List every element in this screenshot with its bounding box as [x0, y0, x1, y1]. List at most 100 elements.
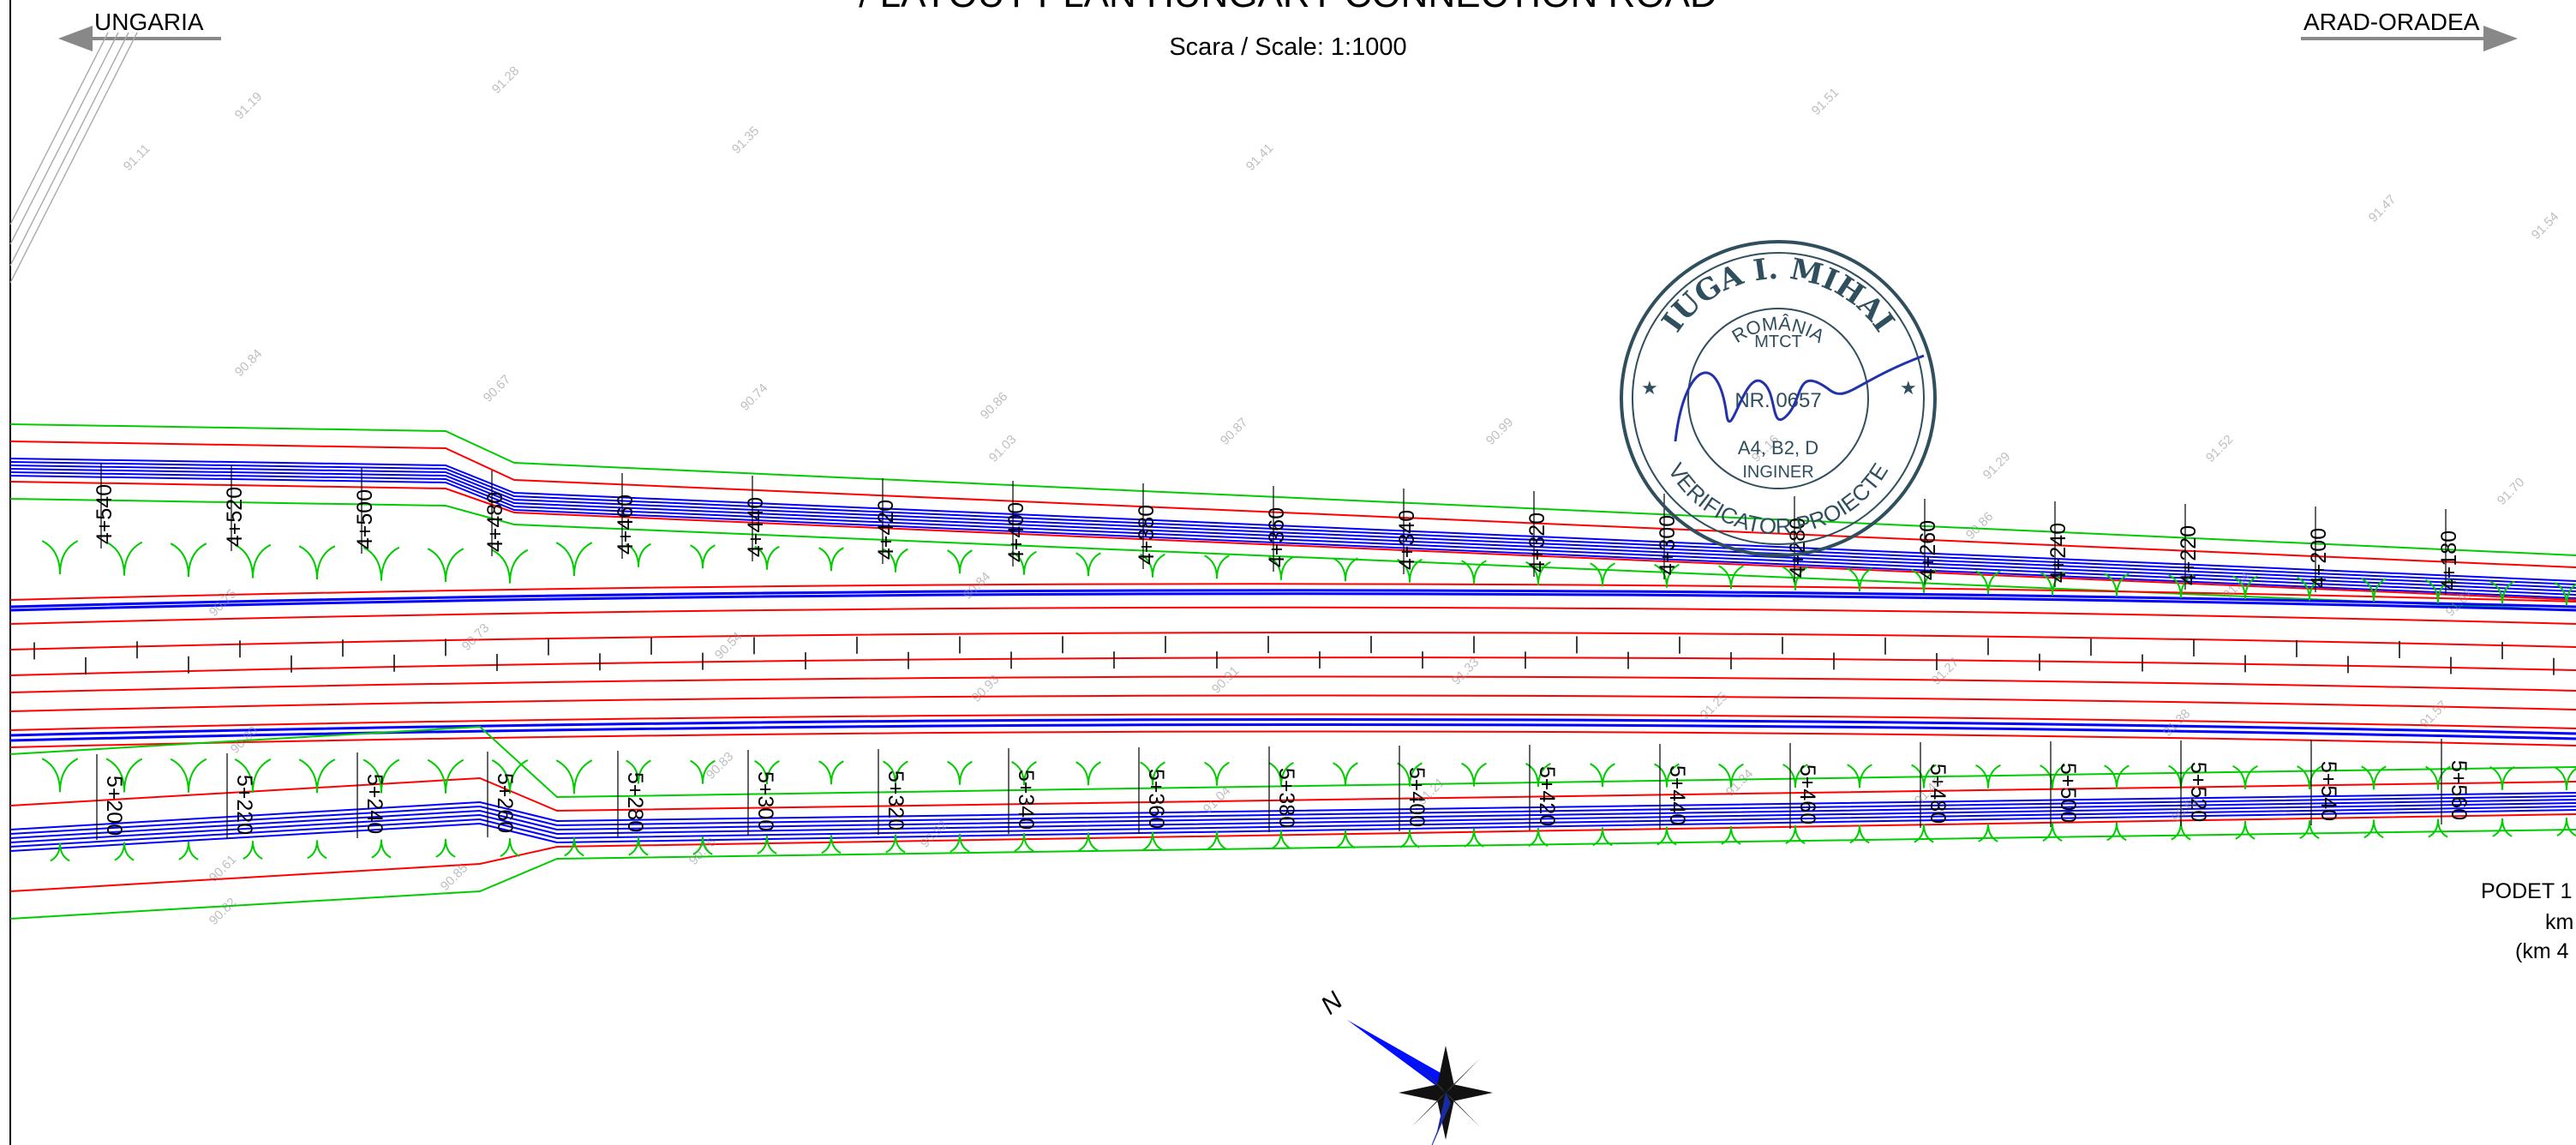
ditch-symbol — [1654, 763, 1680, 788]
ditch-symbol — [105, 758, 143, 793]
podet-line2: km — [2545, 910, 2573, 934]
chainage-label: 4+260 — [1916, 520, 1940, 580]
ditch-symbol — [41, 758, 79, 793]
elevation-point: 90.91 — [1209, 663, 1243, 697]
ditch-symbol — [41, 540, 79, 575]
direction-left-arrow: UNGARIA — [58, 9, 221, 51]
sheet-frame — [9, 0, 11, 1145]
carriageway-line — [9, 589, 2576, 608]
ditch-symbol — [950, 833, 970, 853]
lane-upper — [9, 458, 2576, 582]
engineer-stamp: IUGA I. MIHAI ROMÂNIA MTCT NR. 0657 A4, … — [1620, 240, 1937, 557]
ditch-lower-inner — [9, 725, 2576, 799]
north-arrow: N — [1315, 986, 1493, 1145]
stamp-number: NR. 0657 — [1734, 389, 1821, 412]
chainage-label: 4+500 — [353, 489, 377, 549]
carriageway-line — [9, 656, 2576, 676]
ditch-symbol — [1333, 762, 1358, 787]
elevation-point: 91.35 — [729, 123, 763, 157]
carriageway-line — [9, 730, 2576, 748]
chainage-label: 5+420 — [1535, 766, 1559, 826]
chainage-label: 5+220 — [232, 775, 256, 835]
stamp-ministry: MTCT — [1754, 333, 1802, 351]
ditch-symbol — [243, 841, 263, 860]
ditch-symbol — [2425, 765, 2451, 790]
ditch-symbol — [1847, 764, 1872, 788]
ditch-symbol — [2428, 818, 2448, 838]
ditch-lower-outer — [9, 829, 2576, 920]
carriageway-line — [9, 592, 2576, 612]
elevation-point: 91.70 — [2495, 475, 2528, 508]
chainage-label: 5+240 — [362, 774, 386, 834]
ditch-symbol — [1592, 827, 1613, 847]
ditch-symbol — [170, 758, 207, 793]
lane-lower — [9, 806, 2576, 848]
elevation-point: 90.61 — [207, 852, 240, 885]
elevation-point: 90.73 — [459, 620, 493, 654]
ditch-symbol — [427, 548, 464, 583]
ditch-symbol — [1718, 565, 1744, 590]
chainage-label: 4+200 — [2307, 528, 2331, 588]
carriageway-line — [9, 606, 2576, 625]
ditch-symbol — [170, 543, 207, 578]
ditch-symbol — [1204, 761, 1230, 786]
ditch-symbol — [1075, 552, 1101, 577]
ditch-symbol — [2297, 765, 2322, 789]
direction-left-label: UNGARIA — [94, 9, 204, 35]
ditch-symbol — [105, 541, 143, 576]
chainage-label: 4+220 — [2177, 525, 2201, 585]
elevation-point: 91.38 — [2160, 706, 2194, 740]
ditch-symbol — [818, 760, 844, 785]
chainage-label: 4+380 — [1135, 505, 1159, 565]
elevation-point: 91.28 — [489, 63, 523, 97]
lane-upper — [9, 475, 2576, 599]
ditch-symbol — [1333, 557, 1358, 582]
ditch-symbol — [555, 542, 593, 577]
ditch-symbol — [1782, 566, 1808, 590]
ditch-symbol — [947, 549, 973, 574]
chainage-label: 4+280 — [1786, 518, 1810, 578]
direction-right-arrow: ARAD-ORADEA — [2301, 9, 2518, 51]
stamp-role: INGINER — [1742, 463, 1813, 482]
ditch-symbol — [2042, 823, 2063, 842]
elevation-point: 91.11 — [121, 141, 153, 174]
ditch-symbol — [307, 840, 327, 860]
ditch-symbol — [2235, 820, 2255, 840]
elevation-point: 90.92 — [918, 818, 951, 851]
chainage-label: 5+280 — [623, 772, 647, 832]
ditch-symbol — [883, 548, 908, 572]
ditch-symbol — [1525, 763, 1551, 787]
ditch-symbol — [690, 544, 716, 569]
ditch-symbol — [1142, 831, 1163, 851]
chainage-label: 5+320 — [884, 770, 908, 830]
ditch-upper-outer — [9, 423, 2576, 556]
ditch-symbol — [2104, 572, 2130, 597]
drawing-title: / LAYOUT PLAN HUNGARY CONNECTION ROAD — [859, 0, 1717, 15]
elevation-point: 91.52 — [2203, 432, 2237, 465]
ditch-symbol — [2104, 764, 2130, 789]
chainage-label: 5+340 — [1014, 770, 1038, 830]
ditch-symbol — [626, 543, 651, 567]
chainage-label: 4+520 — [223, 487, 247, 547]
elevation-point: 91.25 — [1698, 689, 1731, 722]
ditch-symbol — [555, 759, 593, 794]
drawing-scale: Scara / Scale: 1:1000 — [1169, 33, 1406, 61]
ditch-symbol — [1978, 823, 1998, 842]
ditch-symbol — [1011, 550, 1037, 575]
stamp-star-left-icon: ★ — [1641, 377, 1658, 399]
chainage-label: 4+360 — [1265, 507, 1289, 567]
ditch-symbol — [626, 759, 651, 784]
chainage-label: 4+180 — [2437, 531, 2461, 590]
lane-lower — [9, 799, 2576, 839]
podet-line3: (km 4 — [2515, 939, 2569, 963]
chainage-label: 5+460 — [1795, 764, 1819, 824]
ditch-symbol — [1335, 830, 1356, 849]
ditch-symbol — [298, 545, 336, 580]
ditch-symbol — [2556, 818, 2576, 837]
elevation-point: 91.03 — [986, 432, 1020, 465]
elevation-point: 90.86 — [1963, 509, 1997, 543]
ditch-symbol — [178, 841, 199, 860]
ditch-symbol — [2492, 818, 2513, 837]
elevation-point: 90.99 — [1483, 415, 1517, 448]
carriageway-line — [9, 717, 2576, 737]
